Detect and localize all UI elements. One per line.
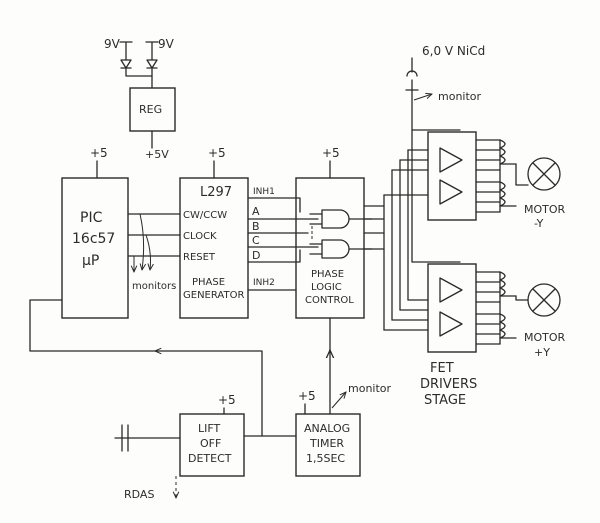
- pic-box: [61, 177, 129, 319]
- inh1-label: INH1: [253, 187, 275, 197]
- driver-triangle-1-icon: [439, 147, 463, 173]
- motor-top-line2: -Y: [534, 217, 544, 230]
- fet-line2: DRIVERS: [420, 377, 477, 392]
- phase-generator-chip: L297: [200, 185, 232, 200]
- timer-line1: ANALOG: [304, 422, 350, 435]
- lift-off-line3: DETECT: [188, 452, 232, 465]
- phase-generator-block: +5 L297 CW/CCW CLOCK RESET PHASE GENERAT…: [179, 146, 319, 319]
- coil-bottom-2-icon: [499, 313, 517, 339]
- phase-logic-supply: +5: [322, 146, 340, 160]
- connector-icon: [114, 424, 181, 452]
- battery-label-left: 9V: [104, 37, 121, 51]
- fet-stage: 6,0 V NiCd monitor FET DRIVERS STAGE: [383, 44, 501, 408]
- fet-driver-top: [427, 131, 477, 221]
- phase-generator-box: [179, 177, 249, 319]
- phase-generator-supply: +5: [208, 146, 226, 160]
- phase-generator-line2: GENERATOR: [183, 290, 244, 301]
- regulator-output: +5V: [145, 148, 169, 161]
- inh2-label: INH2: [253, 278, 275, 288]
- lift-off-line2: OFF: [200, 437, 221, 450]
- pin-clock: CLOCK: [183, 231, 217, 242]
- phase-logic-line1: PHASE: [311, 269, 344, 280]
- fet-line3: STAGE: [424, 393, 466, 408]
- motors: MOTOR -Y MOTOR +Y: [499, 139, 566, 359]
- phase-generator-line1: PHASE: [192, 277, 225, 288]
- motor-bottom-line1: MOTOR: [524, 331, 566, 344]
- diode-left-icon: [120, 59, 132, 69]
- coil-top-1-icon: [499, 139, 517, 165]
- timer-supply: +5: [298, 389, 316, 403]
- and-gate-upper-icon: [321, 209, 350, 229]
- motor-bottom-line2: +Y: [534, 346, 550, 359]
- pic-monitors-label: monitors: [132, 281, 176, 292]
- fet-driver-bottom: [427, 263, 477, 353]
- phase-logic-line2: LOGIC: [311, 282, 342, 293]
- pic-label-line3: µP: [82, 253, 99, 269]
- lift-off-block: +5 LIFT OFF DETECT RDAS: [29, 299, 297, 501]
- lift-off-box: [179, 413, 245, 477]
- power-supply: 9V 9V REG +5V: [104, 37, 176, 161]
- motor-top-line1: MOTOR: [524, 203, 566, 216]
- pin-d: D: [252, 249, 260, 262]
- pic-label-line1: PIC: [80, 210, 103, 226]
- pin-c: C: [252, 234, 260, 247]
- lift-off-supply: +5: [218, 393, 236, 407]
- coil-bottom-1-icon: [499, 271, 517, 297]
- and-gate-lower-icon: [321, 239, 350, 259]
- timer-block: +5 ANALOG TIMER 1,5SEC monitor: [295, 317, 392, 477]
- pin-cw-ccw: CW/CCW: [183, 210, 227, 221]
- rdas-label: RDAS: [124, 488, 154, 501]
- pic-label-line2: 16c57: [72, 231, 115, 247]
- pic-block: +5 PIC 16c57 µP monitors: [61, 146, 181, 319]
- pic-supply: +5: [90, 146, 108, 160]
- driver-triangle-4-icon: [439, 311, 463, 337]
- timer-box: [295, 413, 361, 477]
- timer-line3: 1,5SEC: [306, 452, 345, 465]
- diode-right-icon: [146, 59, 158, 69]
- phase-logic-line3: CONTROL: [305, 295, 354, 306]
- battery-label-right: 9V: [158, 37, 175, 51]
- timer-monitor-label: monitor: [348, 382, 392, 395]
- phase-logic-block: +5 PHASE LOGIC CONTROL: [295, 146, 385, 319]
- regulator-label: REG: [139, 103, 162, 116]
- fet-monitor-label: monitor: [438, 90, 482, 103]
- motor-bottom-icon: [527, 283, 561, 317]
- pin-a: A: [252, 205, 260, 218]
- pin-reset: RESET: [183, 252, 216, 263]
- switch-icon: [406, 70, 418, 77]
- timer-line2: TIMER: [309, 437, 344, 450]
- coil-top-2-icon: [499, 181, 517, 207]
- lift-off-line1: LIFT: [198, 422, 221, 435]
- fet-line1: FET: [430, 361, 454, 376]
- nicd-label: 6,0 V NiCd: [422, 44, 485, 58]
- driver-triangle-2-icon: [439, 179, 463, 205]
- driver-triangle-3-icon: [439, 277, 463, 303]
- motor-top-icon: [527, 157, 561, 191]
- pin-b: B: [252, 220, 260, 233]
